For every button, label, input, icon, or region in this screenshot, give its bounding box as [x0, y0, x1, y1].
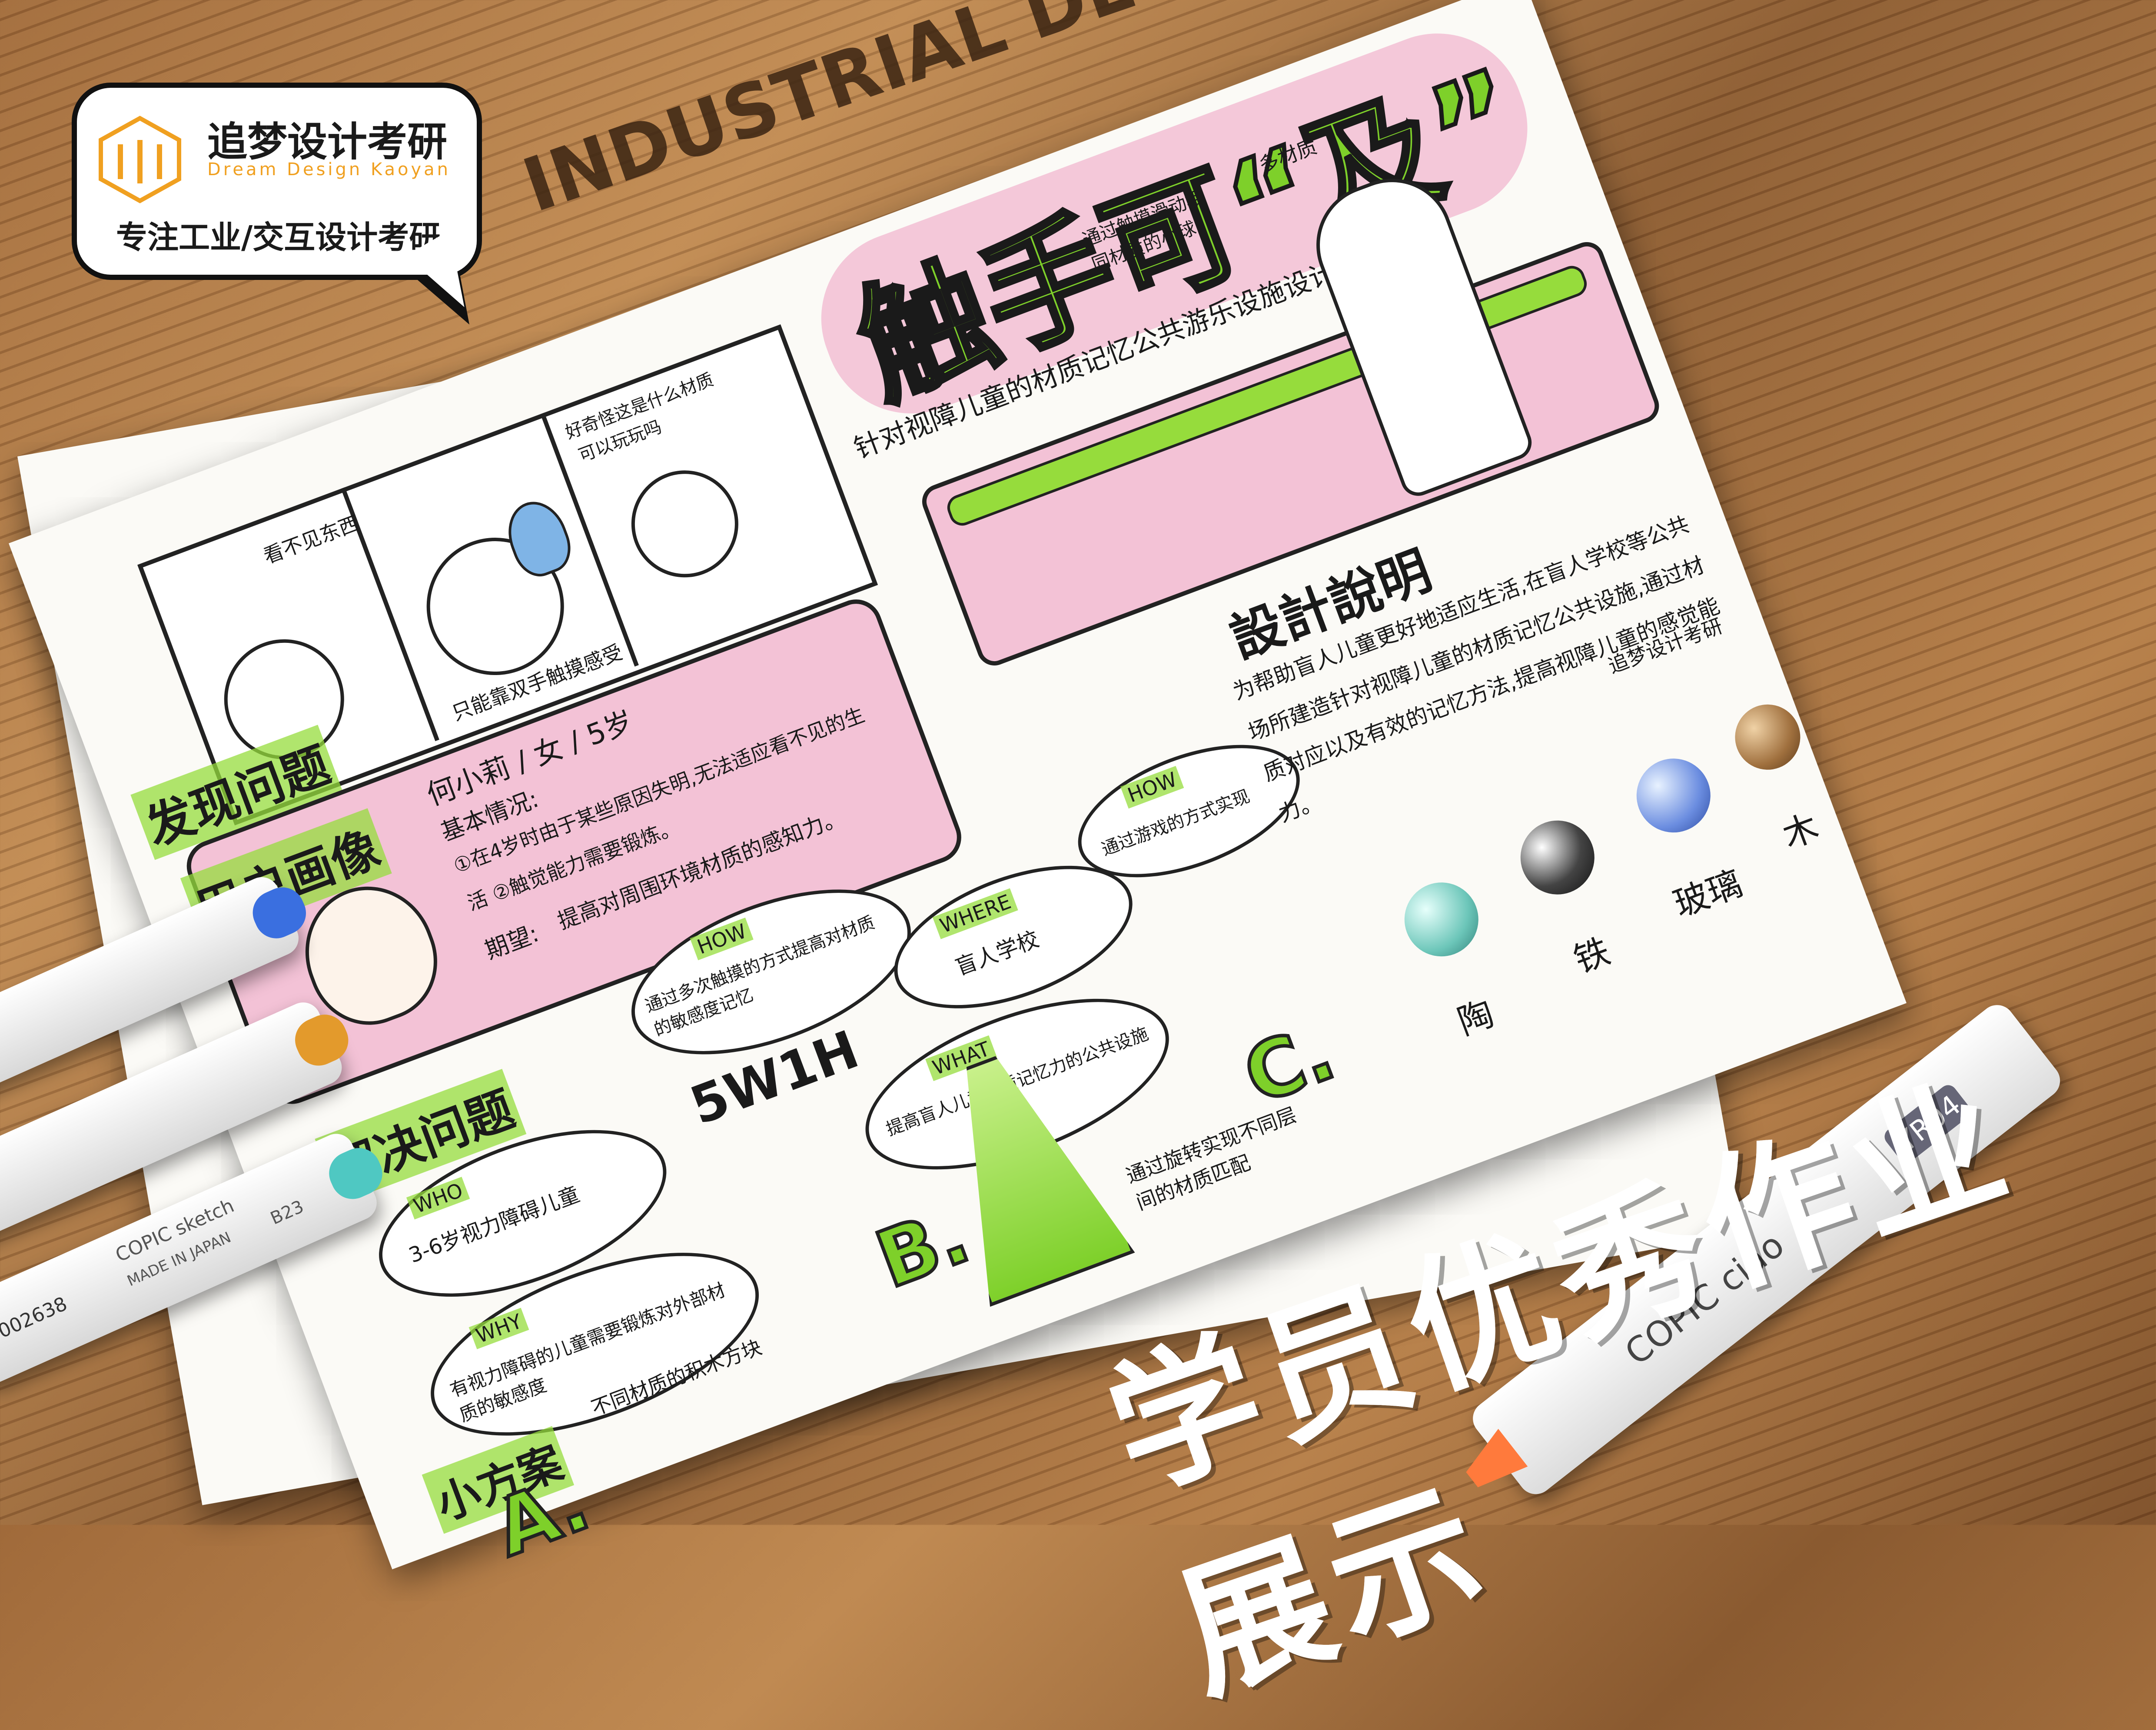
- pen-code-b23: B23: [267, 1197, 306, 1229]
- dream-design-logo-icon: [94, 114, 186, 205]
- material-iron: 铁: [1566, 923, 1616, 983]
- material-ceramic: 陶: [1450, 985, 1500, 1045]
- material-wood: 木: [1774, 799, 1825, 858]
- ceramic-ball: [1394, 872, 1489, 967]
- barcode-2: 8 002638: [0, 1293, 70, 1350]
- logo-english: Dream Design Kaoyan: [207, 160, 451, 180]
- material-glass: 玻璃: [1665, 855, 1748, 927]
- scheme-c-text: 通过旋转实现不同层间的材质匹配: [1122, 1095, 1321, 1216]
- glass-ball: [1626, 748, 1721, 843]
- logo-slogan: 专注工业/交互设计考研: [116, 212, 440, 257]
- scheme-b-label: B.: [865, 1190, 981, 1306]
- logo-name: 追梦设计考研: [207, 110, 447, 167]
- iron-ball: [1510, 810, 1605, 905]
